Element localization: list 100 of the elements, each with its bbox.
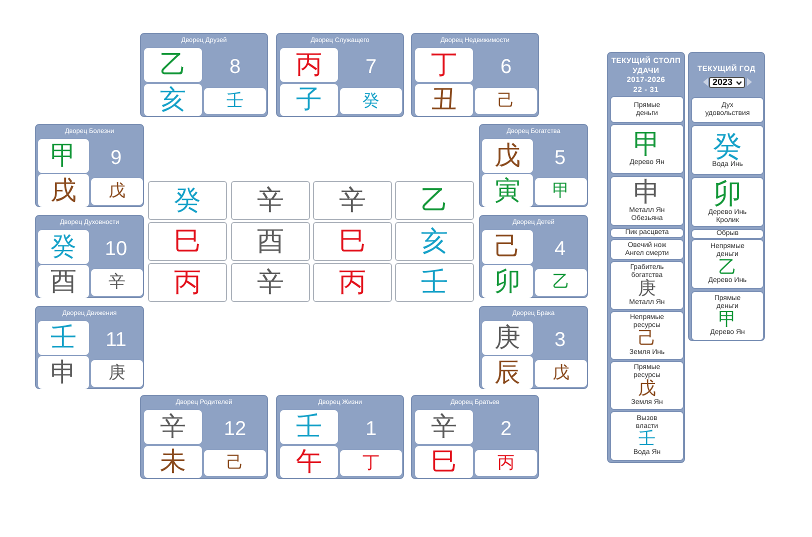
character-card: 巳 bbox=[148, 222, 227, 261]
character-card: 癸 bbox=[148, 181, 227, 220]
character-card: 甲 bbox=[535, 178, 587, 205]
character-card: 子 bbox=[280, 84, 338, 116]
character-card: 庚 bbox=[91, 360, 143, 387]
character-card: 辰 bbox=[482, 356, 533, 389]
character-card: 巳 bbox=[313, 222, 392, 261]
character-card: 壬 bbox=[204, 88, 266, 114]
character-card: 己 bbox=[482, 230, 533, 264]
character-card: 午 bbox=[280, 446, 338, 478]
character-card: 癸 bbox=[38, 230, 89, 264]
character-card: 壬 bbox=[280, 410, 338, 444]
info-card bbox=[610, 239, 684, 260]
info-card bbox=[610, 311, 684, 360]
palace-panel bbox=[35, 124, 144, 207]
chinese-character: 乙 bbox=[718, 258, 736, 278]
chinese-character: 甲 bbox=[718, 310, 736, 330]
character-card: 辛 bbox=[144, 410, 202, 444]
character-card: 亥 bbox=[144, 84, 202, 116]
character-card: 辛 bbox=[231, 181, 310, 220]
palace-panel bbox=[35, 215, 144, 298]
info-card bbox=[691, 239, 764, 289]
info-card bbox=[610, 228, 684, 238]
character-card: 戊 bbox=[482, 139, 533, 173]
palace-number: 10 bbox=[104, 239, 128, 259]
character-card: 丁 bbox=[340, 450, 402, 476]
character-card: 乙 bbox=[144, 48, 202, 82]
palace-panel bbox=[35, 306, 144, 389]
character-card: 丙 bbox=[148, 263, 227, 302]
palace-number: 8 bbox=[229, 57, 241, 77]
character-card: 辛 bbox=[313, 181, 392, 220]
character-card: 甲 bbox=[38, 139, 89, 173]
character-card: 己 bbox=[475, 88, 537, 114]
info-card bbox=[691, 125, 764, 175]
palace-number: 2 bbox=[500, 419, 512, 439]
character-card: 戊 bbox=[91, 178, 143, 205]
character-card: 申 bbox=[38, 356, 89, 389]
info-card bbox=[691, 177, 764, 227]
character-card: 癸 bbox=[340, 88, 402, 114]
character-card: 辛 bbox=[231, 263, 310, 302]
character-card: 未 bbox=[144, 446, 202, 478]
palace-panel bbox=[479, 124, 588, 207]
palace-number: 1 bbox=[365, 419, 377, 439]
palace-number: 5 bbox=[554, 148, 566, 168]
character-card: 寅 bbox=[482, 174, 533, 207]
info-card bbox=[610, 176, 684, 226]
character-card: 戊 bbox=[535, 360, 587, 387]
info-card bbox=[610, 124, 684, 174]
year-select: 2023 bbox=[709, 77, 745, 88]
info-card bbox=[691, 229, 764, 239]
character-card: 酉 bbox=[38, 265, 89, 298]
chinese-character: 壬 bbox=[638, 431, 656, 449]
luck-pillar-panel bbox=[607, 52, 685, 463]
character-card: 乙 bbox=[395, 181, 474, 220]
chinese-character: 癸 bbox=[713, 130, 742, 162]
character-card: 巳 bbox=[415, 446, 473, 478]
palace-panel bbox=[411, 33, 539, 117]
info-card bbox=[691, 97, 764, 123]
palace-panel bbox=[276, 395, 404, 479]
palace-number: 9 bbox=[110, 148, 122, 168]
info-card bbox=[691, 291, 764, 341]
palace-panel bbox=[140, 395, 268, 479]
character-card: 壬 bbox=[395, 263, 474, 302]
palace-number: 11 bbox=[106, 330, 126, 350]
chinese-character: 申 bbox=[634, 178, 660, 208]
palace-panel bbox=[276, 33, 404, 117]
info-card bbox=[610, 411, 684, 461]
character-card: 壬 bbox=[38, 321, 89, 355]
current-year-panel bbox=[688, 52, 765, 341]
character-card: 辛 bbox=[415, 410, 473, 444]
character-card: 酉 bbox=[231, 222, 310, 261]
character-card: 丙 bbox=[313, 263, 392, 302]
character-card: 己 bbox=[204, 450, 266, 476]
character-card: 亥 bbox=[395, 222, 474, 261]
character-card: 丙 bbox=[475, 450, 537, 476]
palace-panel bbox=[411, 395, 539, 479]
palace-number: 7 bbox=[365, 57, 377, 77]
character-card: 丁 bbox=[415, 48, 473, 82]
character-card: 庚 bbox=[482, 321, 533, 355]
palace-number: 3 bbox=[554, 330, 566, 350]
info-card bbox=[610, 261, 684, 310]
palace-panel bbox=[140, 33, 268, 117]
character-card: 丑 bbox=[415, 84, 473, 116]
character-card: 戌 bbox=[38, 174, 89, 207]
info-card bbox=[610, 361, 684, 410]
character-card: 辛 bbox=[91, 269, 143, 296]
chinese-character: 戊 bbox=[638, 380, 656, 399]
chinese-character: 卯 bbox=[714, 179, 742, 209]
chinese-character: 甲 bbox=[634, 130, 660, 160]
palace-panel bbox=[479, 306, 588, 389]
chinese-character: 己 bbox=[638, 330, 656, 349]
info-card bbox=[610, 96, 684, 123]
palace-number: 6 bbox=[500, 57, 512, 77]
character-card: 乙 bbox=[535, 269, 587, 296]
chinese-character: 庚 bbox=[638, 280, 656, 299]
character-card: 卯 bbox=[482, 265, 533, 298]
character-card: 丙 bbox=[280, 48, 338, 82]
palace-number: 4 bbox=[554, 239, 566, 259]
palace-panel bbox=[479, 215, 588, 298]
palace-number: 12 bbox=[224, 419, 246, 439]
